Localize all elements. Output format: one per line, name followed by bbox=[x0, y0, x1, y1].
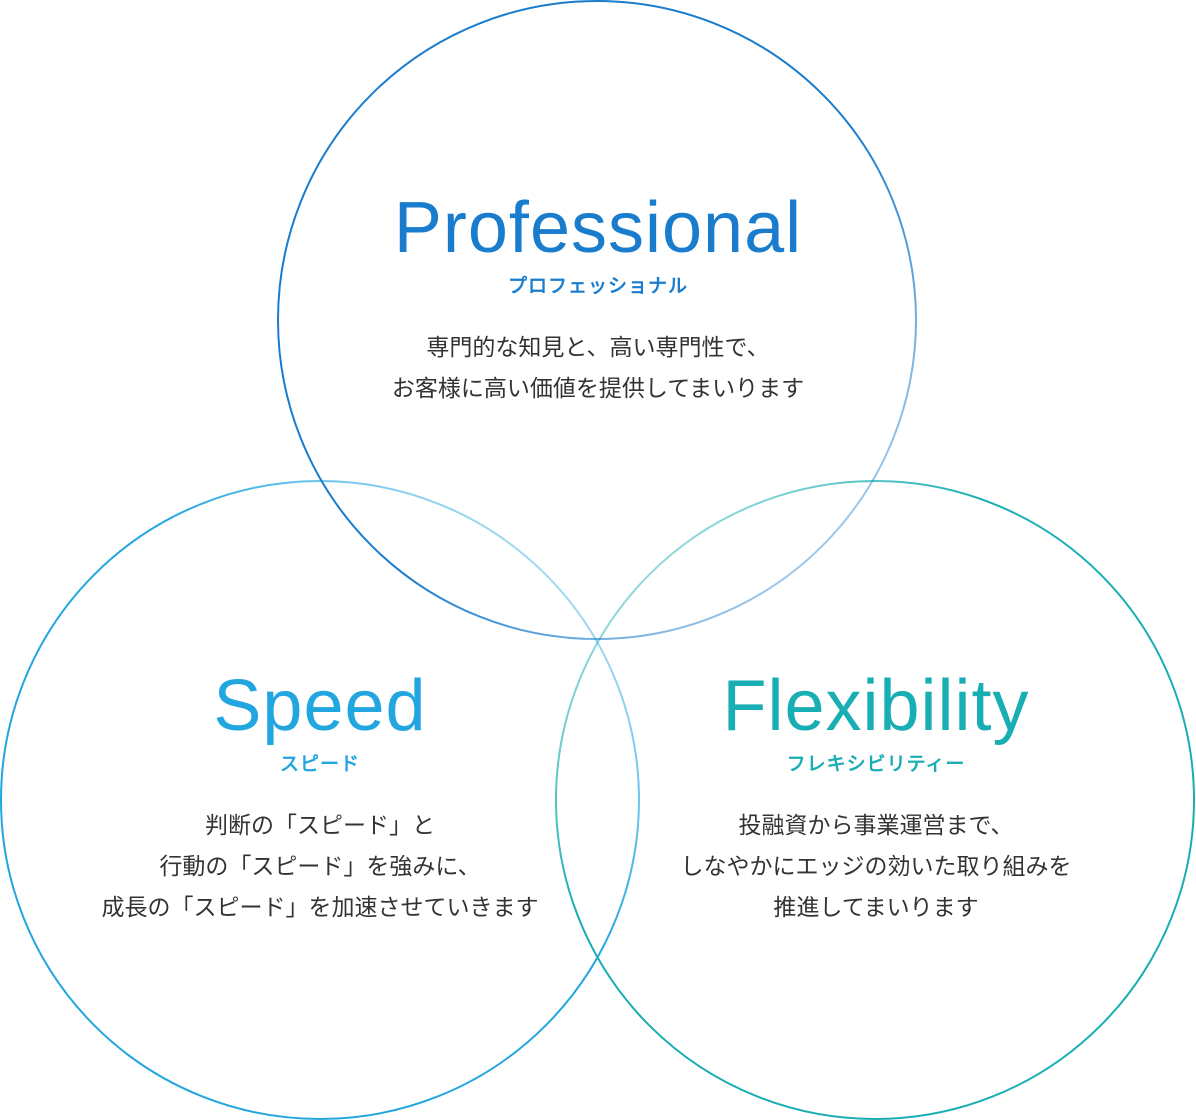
speed-description-line: 成長の「スピード」を加速させていきます bbox=[101, 895, 539, 921]
circle-speed bbox=[0, 480, 640, 1120]
speed-subtitle: スピード bbox=[279, 753, 360, 775]
flexibility-title: Flexibility bbox=[722, 666, 1030, 746]
flexibility-description-line: 推進してまいります bbox=[773, 895, 979, 921]
professional-block: Professional プロフェッショナル 専門的な知見と、高い専門性で、 お… bbox=[298, 188, 898, 410]
circle-professional bbox=[277, 0, 917, 640]
professional-description-line: お客様に高い価値を提供してまいります bbox=[391, 376, 805, 402]
speed-description-line: 行動の「スピード」を強みに、 bbox=[159, 854, 481, 880]
professional-description: 専門的な知見と、高い専門性で、 お客様に高い価値を提供してまいります bbox=[298, 328, 898, 410]
speed-block: Speed スピード 判断の「スピード」と 行動の「スピード」を強みに、 成長の… bbox=[20, 666, 620, 929]
speed-title: Speed bbox=[213, 666, 427, 746]
flexibility-description: 投融資から事業運営まで、 しなやかにエッジの効いた取り組みを 推進してまいります bbox=[576, 806, 1176, 929]
flexibility-subtitle: フレキシビリティー bbox=[786, 753, 966, 775]
speed-description-line: 判断の「スピード」と bbox=[205, 813, 435, 839]
circle-flexibility bbox=[555, 480, 1195, 1120]
flexibility-description-line: しなやかにエッジの効いた取り組みを bbox=[680, 854, 1072, 880]
professional-subtitle: プロフェッショナル bbox=[507, 275, 688, 297]
professional-description-line: 専門的な知見と、高い専門性で、 bbox=[426, 335, 770, 361]
flexibility-description-line: 投融資から事業運営まで、 bbox=[738, 813, 1014, 839]
flexibility-block: Flexibility フレキシビリティー 投融資から事業運営まで、 しなやかに… bbox=[576, 666, 1176, 929]
professional-title: Professional bbox=[393, 188, 803, 268]
speed-description: 判断の「スピード」と 行動の「スピード」を強みに、 成長の「スピード」を加速させ… bbox=[20, 806, 620, 929]
